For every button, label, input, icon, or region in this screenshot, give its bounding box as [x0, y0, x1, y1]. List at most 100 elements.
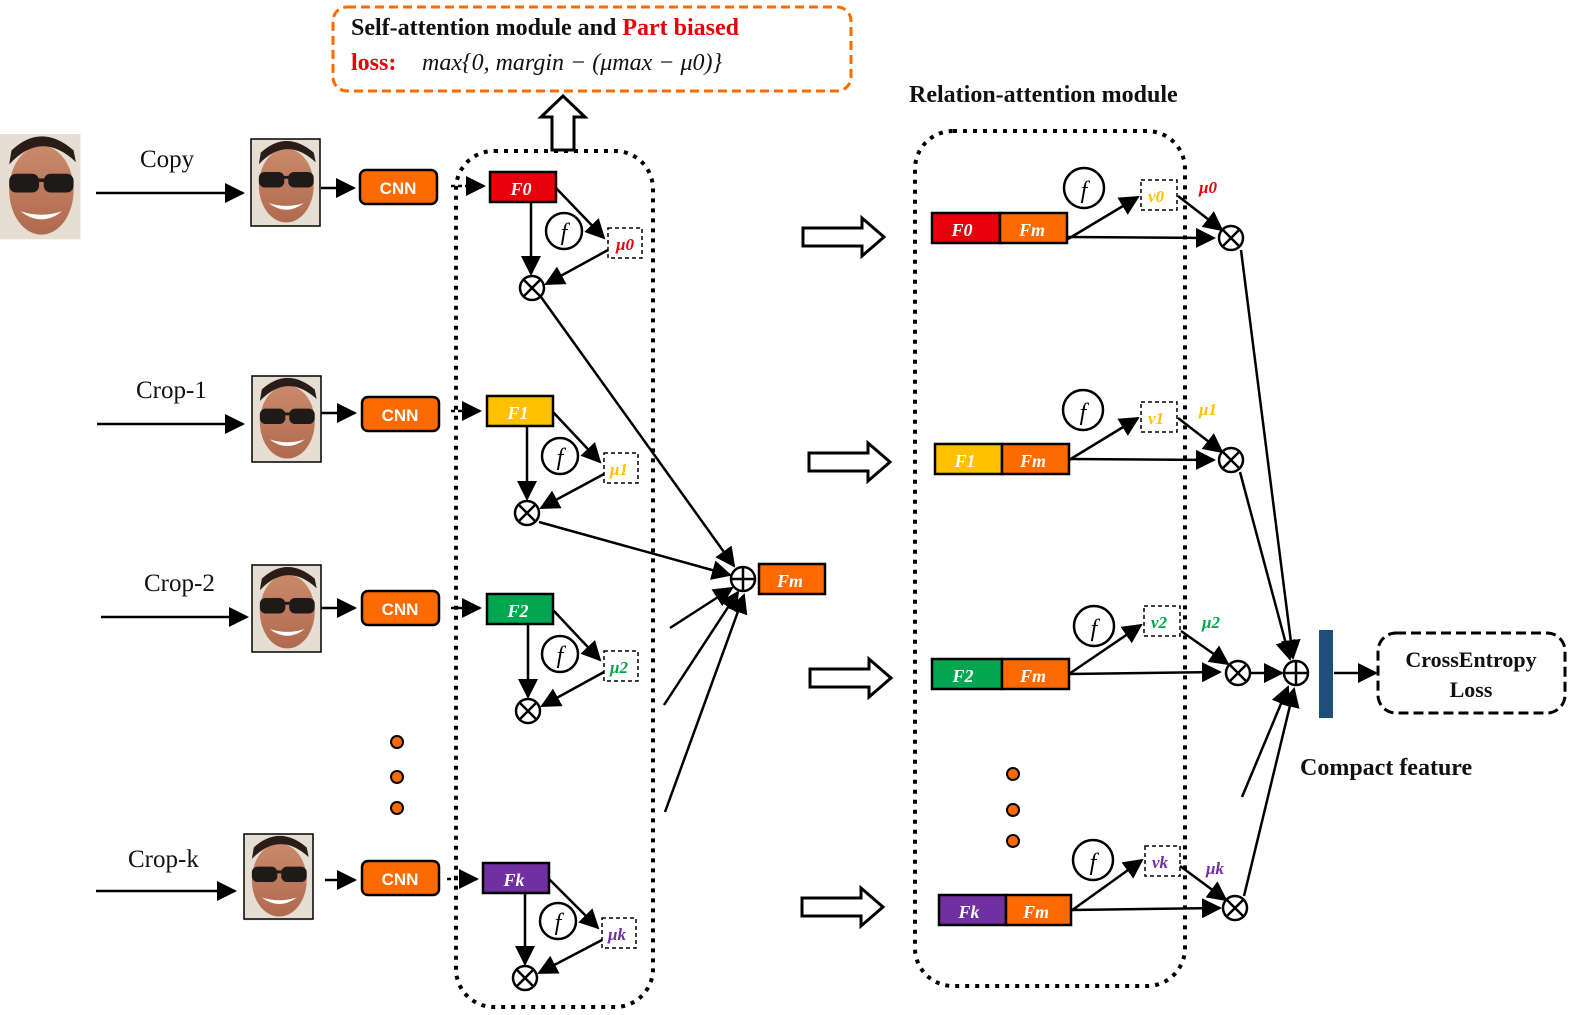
hollow-right-arrow — [808, 655, 894, 701]
attention-f-node — [544, 211, 584, 251]
crop-face-image — [244, 834, 313, 921]
title-line2-loss: loss: — [351, 50, 396, 76]
relation-attention-title: Relation-attention module — [909, 82, 1178, 108]
input-label: Crop-1 — [136, 377, 207, 404]
svg-text:μ2: μ2 — [609, 658, 628, 677]
svg-text:f: f — [1081, 178, 1091, 204]
final-aggregation: CrossEntropy Loss Compact feature — [1238, 249, 1567, 897]
cnn-block — [360, 859, 441, 897]
svg-text:Fk: Fk — [957, 902, 979, 922]
feature-Fm — [1000, 442, 1071, 476]
svg-text:Fm: Fm — [776, 571, 803, 591]
self-attention-container — [454, 149, 655, 1009]
svg-text:f: f — [1090, 850, 1100, 876]
feature-F0 — [488, 170, 558, 204]
feature-Fm — [757, 562, 827, 596]
svg-text:ν0: ν0 — [1148, 187, 1165, 206]
crop-face-image — [252, 376, 321, 463]
cnn-label: CNN — [382, 406, 419, 425]
ellipsis-dot — [390, 801, 404, 815]
svg-text:Fm: Fm — [1019, 666, 1046, 686]
mu-box — [601, 917, 637, 949]
svg-text:μ0: μ0 — [615, 235, 634, 254]
feature-label: F1 — [506, 403, 528, 423]
self-attention-block-2: F2 f μ2 — [451, 592, 639, 725]
svg-text:f: f — [555, 910, 565, 936]
relation-row-k: Fk Fm f νk μk — [937, 838, 1249, 927]
svg-text:F2: F2 — [951, 666, 973, 686]
feature-F1 — [933, 442, 1004, 476]
svg-text:ν1: ν1 — [1148, 409, 1164, 428]
feature-label: Fk — [502, 870, 524, 890]
mu-box — [607, 227, 643, 259]
ellipsis-dot — [1006, 767, 1020, 781]
attention-f-node — [540, 634, 580, 674]
ellipsis-dot — [390, 770, 404, 784]
ellipsis-dot — [1006, 803, 1020, 817]
hollow-right-arrow — [800, 884, 886, 930]
svg-text:μ0: μ0 — [1198, 178, 1217, 197]
input-row-crop-2: Crop-2 CNN — [101, 564, 441, 653]
compact-feature-label: Compact feature — [1300, 755, 1473, 781]
attention-f-node — [538, 901, 578, 941]
nu-box — [1143, 605, 1181, 637]
input-row-copy: Copy CNN — [0, 134, 439, 240]
ellipsis-dot — [390, 735, 404, 749]
top-dashed-box — [331, 5, 853, 93]
feature-Fk — [937, 893, 1008, 927]
svg-text:f: f — [1080, 400, 1090, 426]
feature-F2 — [485, 592, 555, 626]
svg-text:μk: μk — [607, 925, 626, 944]
loss-formula: max{0, margin − (μmax − μ0)} — [422, 50, 722, 76]
crossentropy-loss-box — [1376, 631, 1567, 715]
loss-line2: Loss — [1450, 677, 1493, 702]
svg-text:F0: F0 — [950, 220, 972, 240]
cnn-block — [360, 589, 441, 627]
crop-face-image — [252, 565, 321, 653]
svg-text:μ2: μ2 — [1201, 613, 1220, 632]
relation-attention-container — [913, 129, 1187, 988]
svg-text:ν2: ν2 — [1151, 613, 1168, 632]
attention-f-node — [1061, 388, 1105, 432]
svg-text:μk: μk — [1205, 859, 1224, 878]
svg-text:νk: νk — [1152, 853, 1169, 872]
feature-Fk — [481, 861, 551, 895]
svg-text:f: f — [1091, 616, 1101, 642]
attention-f-node — [1072, 604, 1116, 648]
input-label: Crop-k — [128, 846, 199, 873]
cnn-label: CNN — [382, 600, 419, 619]
compact-feature-bar — [1319, 630, 1333, 718]
nu-box — [1140, 179, 1178, 211]
hollow-right-arrow — [801, 214, 887, 260]
feature-F1 — [485, 394, 555, 428]
nu-box — [1144, 845, 1181, 877]
input-row-crop-k: Crop-k CNN — [96, 833, 441, 921]
input-row-crop-1: Crop-1 CNN — [97, 375, 441, 463]
attention-f-node — [1071, 838, 1115, 882]
feature-Fm — [998, 211, 1069, 245]
cnn-label: CNN — [380, 179, 417, 198]
svg-text:F1: F1 — [953, 451, 975, 471]
input-label: Crop-2 — [144, 570, 215, 597]
aggregation: Fm — [538, 296, 827, 813]
cnn-label: CNN — [382, 870, 419, 889]
svg-text:Fm: Fm — [1018, 220, 1045, 240]
self-attention-block-k: Fk f μk — [447, 861, 637, 992]
svg-text:Fm: Fm — [1022, 902, 1049, 922]
input-face-image — [0, 134, 81, 240]
feature-F2 — [930, 657, 1004, 691]
cnn-block — [358, 168, 439, 206]
svg-text:f: f — [557, 643, 567, 669]
self-attention-block-0: F0 f μ0 — [451, 170, 643, 302]
relation-row-2: F2 Fm f ν2 μ2 — [930, 604, 1252, 691]
svg-text:Fm: Fm — [1019, 451, 1046, 471]
self-attention-block-1: F1 f μ1 — [451, 394, 639, 527]
feature-label: F0 — [509, 179, 531, 199]
feature-label: F2 — [506, 601, 528, 621]
hollow-up-arrow — [537, 93, 589, 152]
svg-text:μ1: μ1 — [609, 460, 628, 479]
mu-box — [603, 452, 639, 484]
svg-text:f: f — [561, 220, 571, 246]
svg-text:f: f — [557, 445, 567, 471]
